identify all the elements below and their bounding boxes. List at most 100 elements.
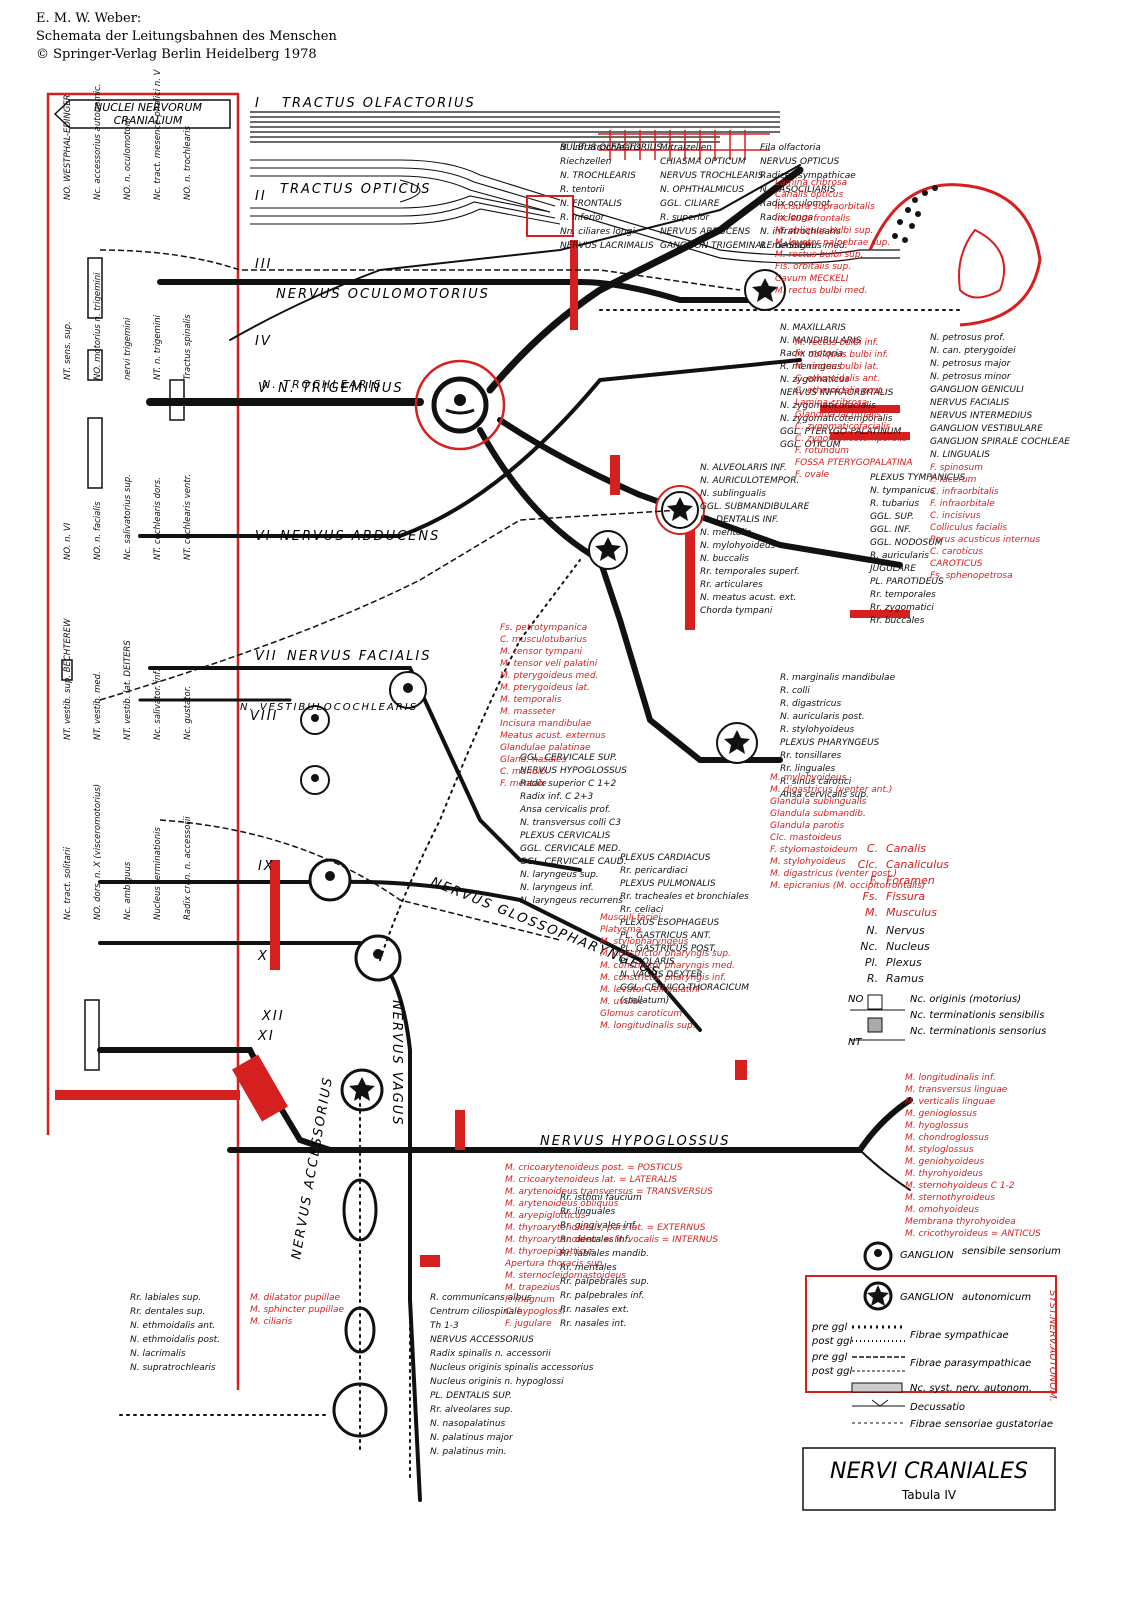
black-label-8: Radices sympathicae (760, 171, 856, 181)
left-label-24: Radix cran. n. accessorii (183, 816, 193, 920)
legend-abbr-0: C. (867, 842, 878, 855)
black-label-100: GGL. CERVICO-THORACICUM (620, 983, 749, 993)
legend-row-1-left: post ggl (811, 1336, 852, 1347)
black-label-109: PL. DENTALIS SUP. (430, 1391, 512, 1401)
black-label-60: GGL. INF. (870, 525, 911, 535)
black-label-92: PLEXUS PULMONALIS (620, 879, 716, 889)
red-label-65: M. longitudinalis sup. (600, 1021, 696, 1031)
black-label-30: N. zygomaticofacialis (780, 401, 876, 411)
red-label-93: F. jugulare (505, 1319, 552, 1329)
black-label-14: Radix oculomot. (760, 199, 833, 209)
left-label-1: Nc. accessorius autonomic. (93, 84, 103, 200)
black-label-59: GGL. SUP. (870, 512, 914, 522)
legend-row-0-left: pre ggl (811, 1322, 847, 1333)
red-label-51: Clc. mastoideus (770, 833, 842, 843)
header-line3: © Springer-Verlag Berlin Heidelberg 1978 (36, 47, 317, 62)
red-label-20: FOSSA PTERYGOPALATINA (795, 458, 913, 468)
black-label-44: N. ALVEOLARIS INF. (700, 463, 787, 473)
nerve-III-id: III (255, 257, 273, 272)
fila-olfactoria (598, 130, 770, 160)
red-label-52: F. stylomastoideum (770, 845, 858, 855)
header-line2: Schemata der Leitungsbahnen des Menschen (36, 29, 337, 44)
black-label-49: N. mentalis (700, 528, 752, 538)
red-label-61: M. constrictor pharyngis inf. (600, 973, 726, 983)
black-label-5: NERVUS OPTICUS (760, 157, 840, 167)
black-label-129: N. supratrochlearis (130, 1363, 216, 1373)
black-label-77: Ansa cervicalis sup. (779, 790, 869, 800)
legend-abbr-4: M. (865, 906, 878, 919)
black-label-69: R. colli (780, 686, 810, 696)
red-label-79: M. cricothyroideus = ANTICUS (905, 1229, 1041, 1239)
black-label-38: GANGLION GENICULI (930, 385, 1024, 395)
red-label-59: M. constrictor pharyngis sup. (600, 949, 731, 959)
nuclei-box-line1: NUCLEI NERVORUM (94, 101, 202, 114)
red-label-71: M. chondroglossus (905, 1133, 989, 1143)
black-label-29: NERVUS INFRAORBITALIS (780, 388, 894, 398)
black-label-63: JUGULARE (868, 564, 916, 574)
red-label-58: M. stylopharyngeus (600, 937, 689, 947)
red-label-30: CAROTICUS (930, 559, 983, 569)
legend-full-1: Canaliculus (886, 858, 949, 871)
black-label-62: R. auricularis (870, 551, 929, 561)
black-label-105: NERVUS ACCESSORIUS (430, 1335, 534, 1345)
legend-nuclei: NO NT Nc. originis (motorius) Nc. termin… (848, 994, 1046, 1048)
black-label-97: PL. GASTRICUS POST. (620, 944, 716, 954)
black-label-55: Chorda tympani (700, 606, 773, 616)
red-label-45: F. mentale (500, 779, 547, 789)
left-label-7: nervi trigemini (123, 317, 133, 380)
ganglion-geniculi (389, 671, 427, 709)
legend-full-8: Ramus (886, 972, 924, 985)
red-label-32: Fs. petrotympanica (500, 623, 587, 633)
red-label-48: Glandula sublingualis (770, 797, 867, 807)
red-label-4: M. obliquus bulbi sup. (775, 226, 873, 236)
black-label-43: N. LINGUALIS (930, 450, 990, 460)
left-label-12: Nc. salivatorius sup. (123, 474, 133, 560)
legend-abbr-8: R. (867, 972, 878, 985)
legend-row-6: Fibrae sensoriae gustatoriae (910, 1419, 1053, 1430)
red-label-70: M. hyoglossus (905, 1121, 969, 1131)
black-label-10: N. OPHTHALMICUS (660, 185, 744, 195)
left-label-18: Nc. salivator. inf. (153, 669, 163, 740)
black-label-119: Rr. mentales (560, 1263, 617, 1273)
black-label-126: N. ethmoidalis ant. (130, 1321, 215, 1331)
canalis-opticus (526, 195, 574, 237)
black-label-121: Rr. palpebrales inf. (560, 1291, 644, 1301)
black-label-0: BULBUS OLFACTORIUS (560, 143, 662, 153)
black-label-45: N. AURICULOTEMPOR. (700, 476, 799, 486)
red-label-43: Gland. nasales (500, 755, 567, 765)
black-label-34: N. petrosus prof. (930, 333, 1005, 343)
black-label-130: N. infratrochlearis (560, 143, 641, 153)
black-label-46: N. sublingualis (700, 489, 766, 499)
left-label-23: Nucleus terminationis (153, 827, 163, 920)
red-label-39: M. masseter (500, 707, 557, 717)
red-label-12: M. rectus bulbi lat. (795, 362, 879, 372)
black-label-13: GGL. CILIARE (660, 199, 720, 209)
black-label-98: PL. SOLARIS (620, 957, 675, 967)
nerve-XII-id: XII (261, 1009, 285, 1024)
black-label-94: Rr. celiaci (620, 905, 664, 915)
red-label-64: Glomus caroticum (600, 1009, 682, 1019)
red-label-31: Fs. sphenopetrosa (930, 571, 1013, 581)
red-label-84: M. aryepiglotticus (505, 1211, 586, 1221)
red-label-19: F. rotundum (795, 446, 849, 456)
red-label-6: M. rectus bulbi sup. (775, 250, 863, 260)
black-label-102: R. communicans albus (430, 1293, 532, 1303)
black-label-47: GGL. SUBMANDIBULARE (700, 502, 810, 512)
black-label-81: Radix inf. C 2+3 (520, 792, 594, 802)
black-label-15: R. inferior (560, 213, 606, 223)
black-label-64: PL. PAROTIDEUS (870, 577, 944, 587)
red-label-22: F. spinosum (930, 463, 983, 473)
left-label-14: NT. cochlearis ventr. (183, 474, 193, 560)
red-label-66: M. longitudinalis inf. (905, 1073, 996, 1083)
red-label-82: M. arytenoideus transversus = TRANSVERSU… (505, 1187, 713, 1197)
black-label-33: GGL. OTICUM (780, 440, 841, 450)
red-label-50: Glandula parotis (770, 821, 844, 831)
red-label-90: M. trapezius (505, 1283, 560, 1293)
black-label-124: Rr. labiales sup. (130, 1293, 201, 1303)
legend-ganglion-auto: GANGLION (900, 1292, 954, 1303)
black-label-57: N. tympanicus (870, 486, 935, 496)
left-label-4: NO. n. trochlearis (183, 125, 193, 200)
nerve-VI-label: NERVUS ABDUCENS (280, 529, 440, 544)
black-label-91: Rr. pericardiaci (620, 866, 688, 876)
